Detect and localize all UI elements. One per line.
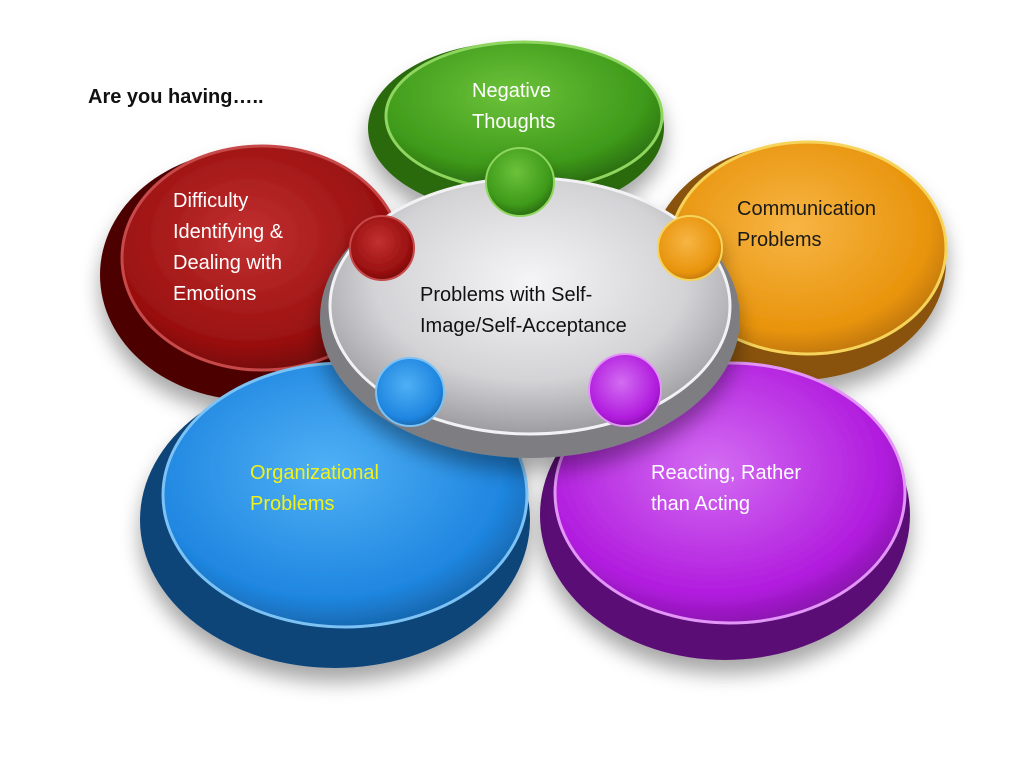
label-communication: Communication Problems bbox=[737, 194, 876, 256]
label-line: Identifying & bbox=[173, 221, 284, 243]
knob-purple bbox=[588, 353, 662, 427]
label-line: than Acting bbox=[651, 493, 750, 515]
knob-red bbox=[349, 215, 415, 281]
label-line: Organizational bbox=[250, 462, 379, 484]
label-line: Difficulty bbox=[173, 190, 249, 212]
label-reacting: Reacting, Rather than Acting bbox=[651, 458, 801, 520]
label-organizational: Organizational Problems bbox=[250, 458, 379, 520]
label-line: Reacting, Rather bbox=[651, 462, 802, 484]
label-line: Problems bbox=[250, 493, 335, 515]
label-line: Problems with Self- bbox=[420, 284, 593, 306]
label-line: Problems bbox=[737, 229, 822, 251]
label-emotions: Difficulty Identifying & Dealing with Em… bbox=[173, 186, 283, 310]
petal-negative-thoughts bbox=[368, 40, 664, 214]
center-piece bbox=[320, 147, 740, 458]
label-line: Image/Self-Acceptance bbox=[420, 315, 627, 337]
label-line: Dealing with bbox=[173, 252, 282, 274]
label-center: Problems with Self- Image/Self-Acceptanc… bbox=[420, 280, 627, 342]
knob-blue bbox=[375, 357, 445, 427]
label-line: Thoughts bbox=[472, 111, 556, 133]
knob-orange bbox=[657, 215, 723, 281]
label-line: Emotions bbox=[173, 283, 257, 305]
label-line: Negative bbox=[472, 80, 551, 102]
heading: Are you having….. bbox=[88, 86, 264, 108]
label-line: Communication bbox=[737, 198, 876, 220]
knob-green bbox=[485, 147, 555, 217]
label-negative-thoughts: Negative Thoughts bbox=[472, 76, 555, 138]
